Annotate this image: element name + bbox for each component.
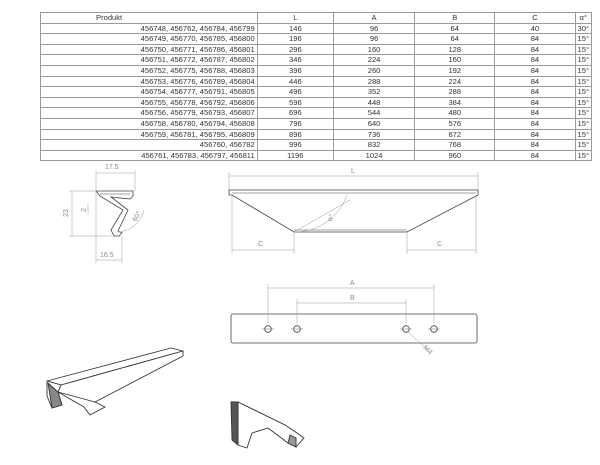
iso-short-end-face: [230, 401, 239, 446]
table-cell: 960: [414, 149, 496, 162]
dim-b: B: [350, 295, 355, 302]
bottom-view: [230, 313, 478, 344]
thread-spec: M4: [422, 344, 434, 356]
column-header: B: [414, 12, 496, 24]
bottom-view-dimensions: [267, 284, 435, 351]
iso-long-bottom-edge: [57, 391, 96, 403]
table-cell: 15°: [574, 149, 593, 162]
dim-profile-height: 23: [63, 209, 70, 217]
dim-profile-angle: 60°: [131, 210, 143, 223]
dim-c-right: C: [437, 241, 442, 248]
front-view: [228, 189, 479, 233]
dim-profile-width-top: 17.5: [105, 164, 119, 171]
dim-alpha: α°: [326, 213, 336, 223]
iso-short-lip: [287, 434, 297, 448]
bottom-view-outline: [230, 313, 478, 344]
iso-long-front-face: [57, 350, 184, 416]
profile-section-view: [95, 190, 134, 237]
dim-alpha-ref-line: [293, 199, 351, 233]
column-header: L: [256, 12, 334, 24]
isometric-view-short: [230, 401, 305, 449]
dim-lip-height: 2: [81, 208, 88, 212]
isometric-view-long: [46, 347, 184, 416]
dim-profile-width-bottom: 16.5: [100, 252, 114, 259]
table-cell: 1196: [256, 149, 334, 162]
column-header: A: [332, 12, 416, 24]
front-view-dimensions: [228, 172, 479, 254]
column-header: α°: [574, 12, 593, 24]
dim-arc-alpha: [293, 194, 348, 233]
dim-a: A: [350, 280, 355, 287]
dim-length: L: [351, 168, 355, 175]
front-view-outline: [228, 189, 479, 233]
dim-arc-angle: [117, 209, 145, 233]
thread-leader-line: [407, 331, 429, 351]
table-cell: 1024: [332, 149, 416, 162]
profile-dimensions: [69, 170, 145, 263]
dim-c-left: C: [258, 241, 263, 248]
iso-long-shadow: [47, 382, 63, 409]
profile-outline: [95, 190, 134, 237]
